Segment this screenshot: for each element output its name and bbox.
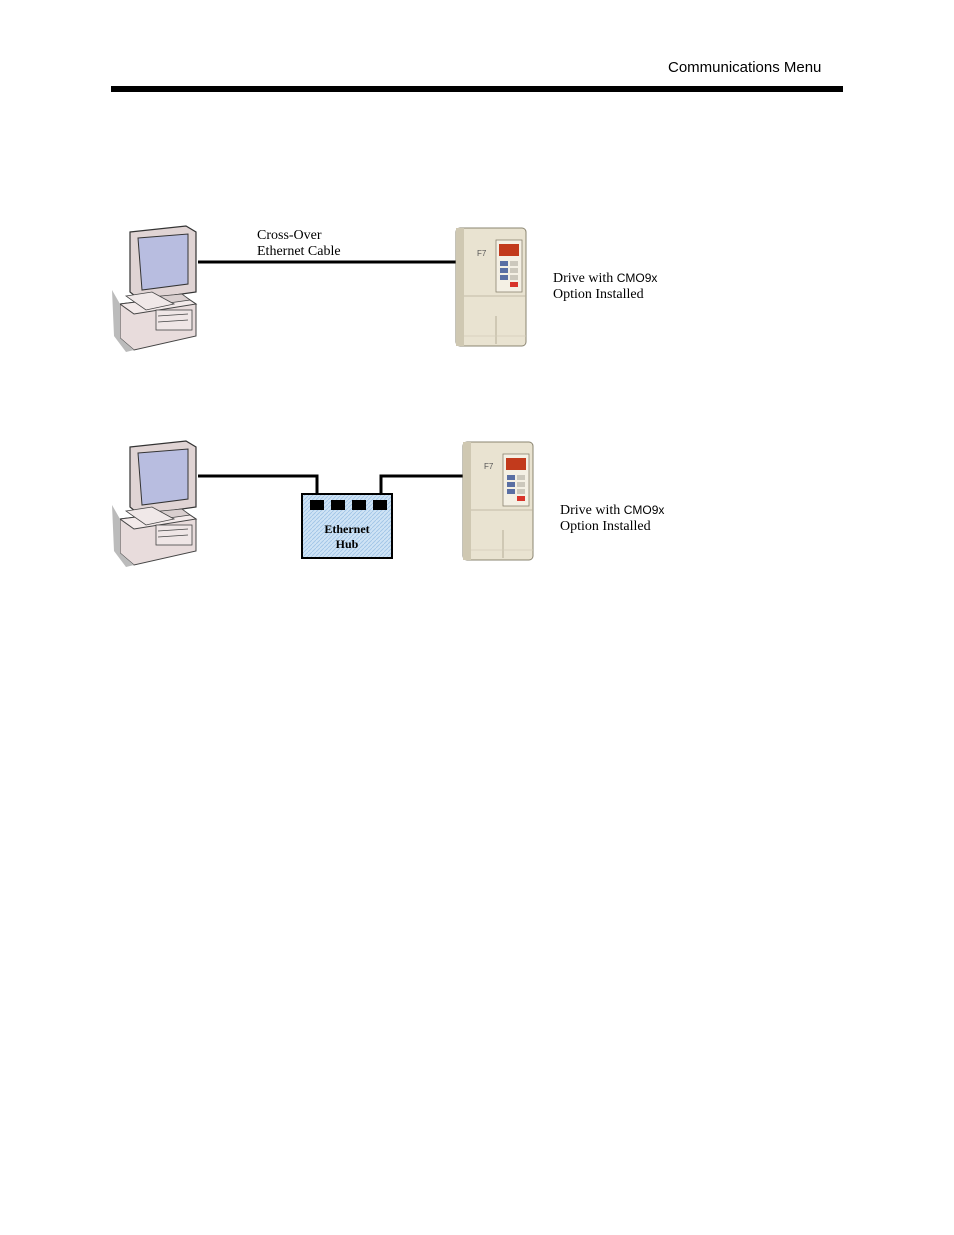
diagram2-drive-label: Drive with CMO9x Option Installed (560, 502, 664, 535)
diagram2-hub-to-drive-cable (379, 474, 474, 502)
diagram2-drive-label-line2: Option Installed (560, 519, 651, 534)
hub-label-line2: Hub (336, 537, 359, 551)
diagram1-drive-label-line2: Option Installed (553, 287, 644, 302)
hub-label-line1: Ethernet (324, 522, 369, 536)
diagram1-drive-model: F7 (477, 249, 487, 258)
diagram2-drive: F7 (462, 441, 534, 561)
diagram2-pc (111, 440, 197, 568)
diagram2-drive-label-prefix: Drive with (560, 503, 624, 518)
crossover-cable-label-line1: Cross-Over (257, 228, 322, 243)
diagram1-drive-label-prefix: Drive with (553, 271, 617, 286)
diagram2-drive-option: CMO9x (623, 503, 665, 517)
diagram1-pc (111, 225, 197, 353)
diagram2-pc-to-hub-cable (198, 474, 319, 502)
diagram2-ethernet-hub: Ethernet Hub (301, 493, 393, 559)
diagram1-drive: F7 (455, 227, 527, 347)
crossover-cable-label: Cross-Over Ethernet Cable (257, 228, 341, 260)
crossover-cable-label-line2: Ethernet Cable (257, 244, 341, 259)
header-rule (111, 86, 843, 92)
diagram1-drive-label: Drive with CMO9x Option Installed (553, 270, 657, 303)
diagram2-drive-model: F7 (484, 462, 494, 471)
diagram1-drive-option: CMO9x (616, 271, 658, 285)
page-header-title: Communications Menu (668, 59, 822, 76)
